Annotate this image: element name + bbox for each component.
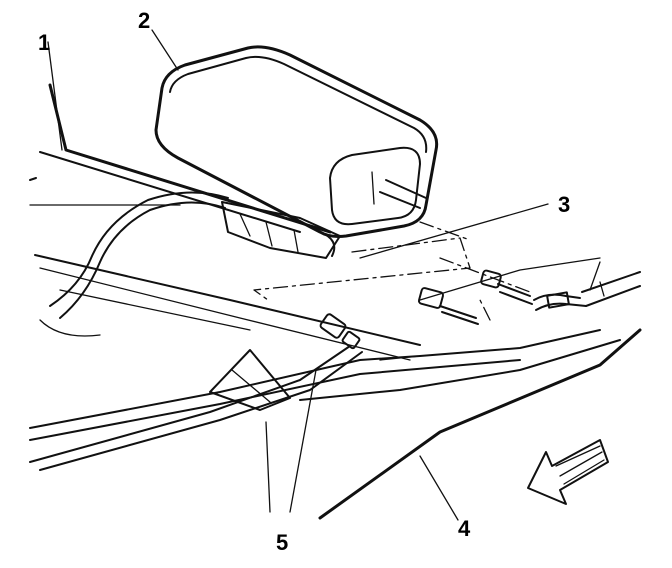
- underbody-panel: [299, 257, 642, 520]
- fitting-lower: [417, 287, 479, 325]
- callout-2: 2: [138, 8, 150, 33]
- fuel-lines: [29, 313, 601, 471]
- frame-rail: [29, 83, 421, 361]
- callout-4: 4: [458, 516, 471, 541]
- right-connector: [533, 271, 641, 311]
- assembly-guide-lines: [253, 221, 531, 321]
- callout-5: 5: [276, 530, 288, 555]
- fitting-upper: [480, 269, 533, 305]
- vapor-hose: [49, 191, 229, 319]
- evap-canister: [154, 45, 439, 259]
- leader-lines: [47, 29, 549, 521]
- callout-1: 1: [38, 30, 50, 55]
- callout-3: 3: [558, 192, 570, 217]
- front-direction-arrow-icon: [527, 439, 609, 505]
